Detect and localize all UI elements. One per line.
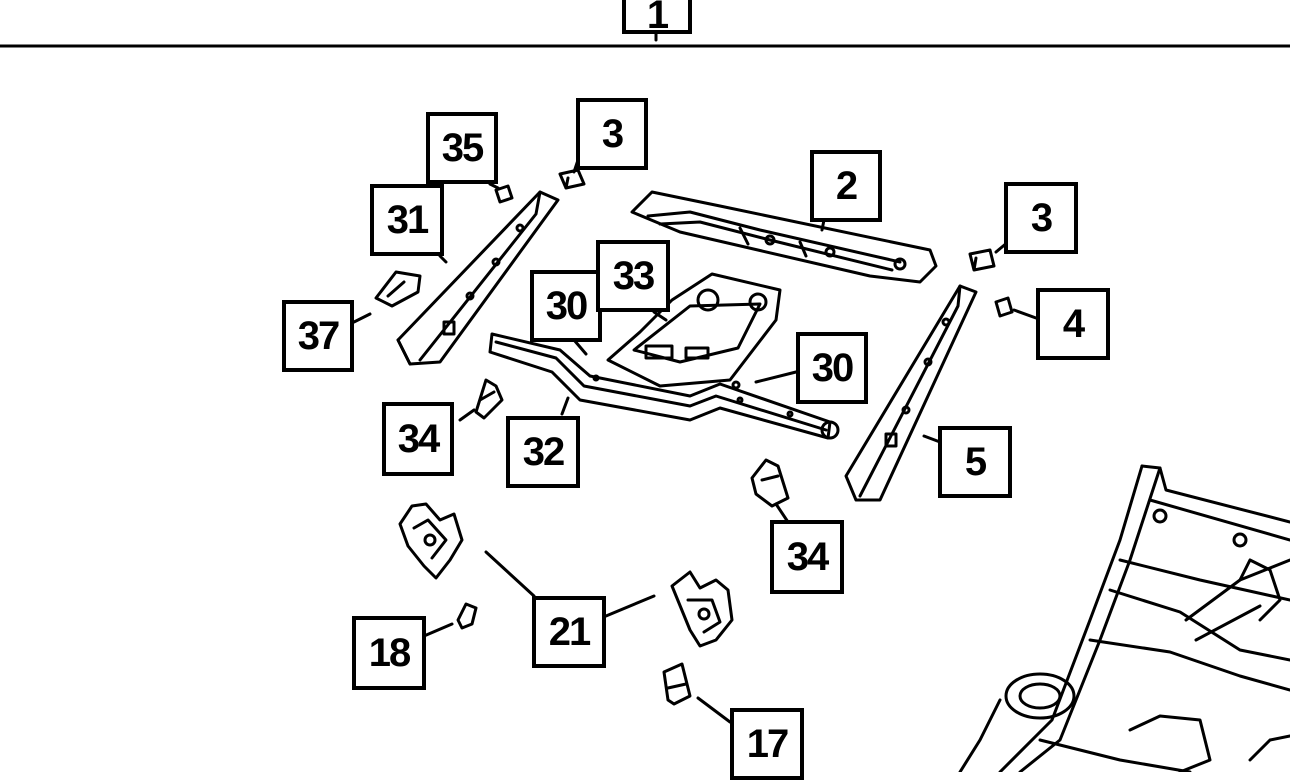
part-bracket-34-right (750, 458, 790, 508)
callout-34-left: 34 (382, 402, 454, 476)
part-bushing-3-right (968, 248, 996, 272)
leader-lines (352, 30, 1038, 724)
callout-35: 35 (426, 112, 498, 184)
part-clip-18 (456, 602, 478, 630)
callout-4: 4 (1036, 288, 1110, 360)
part-crossmember-2 (630, 190, 938, 284)
part-tube-32 (488, 332, 840, 440)
part-mount-21-left (398, 502, 464, 580)
part-rail-31 (396, 190, 560, 366)
part-bracket-37 (374, 270, 422, 308)
part-bushing-3-left (558, 168, 586, 190)
callout-37: 37 (282, 300, 354, 372)
callout-2: 2 (810, 150, 882, 222)
callout-30-right: 30 (796, 332, 868, 404)
part-mount-21-right (670, 570, 734, 648)
part-bracket-34-left (474, 378, 504, 420)
callout-30-left: 30 (530, 270, 602, 342)
callout-31: 31 (370, 184, 444, 256)
part-pad-4 (994, 296, 1014, 318)
part-rail-5 (844, 284, 978, 502)
callout-5: 5 (938, 426, 1012, 498)
callout-33: 33 (596, 240, 670, 312)
part-plate-33 (606, 272, 782, 390)
callout-21: 21 (532, 596, 606, 668)
callout-18: 18 (352, 616, 426, 690)
callout-1: 1 (622, 0, 692, 35)
part-plate-17 (662, 662, 692, 706)
callout-17: 17 (730, 708, 804, 780)
callout-3-left: 3 (576, 98, 648, 170)
assembled-frame-view (958, 464, 1290, 772)
callout-32: 32 (506, 416, 580, 488)
callout-34-right: 34 (770, 520, 844, 594)
part-clip-35 (494, 184, 514, 204)
callout-3-right: 3 (1004, 182, 1078, 254)
